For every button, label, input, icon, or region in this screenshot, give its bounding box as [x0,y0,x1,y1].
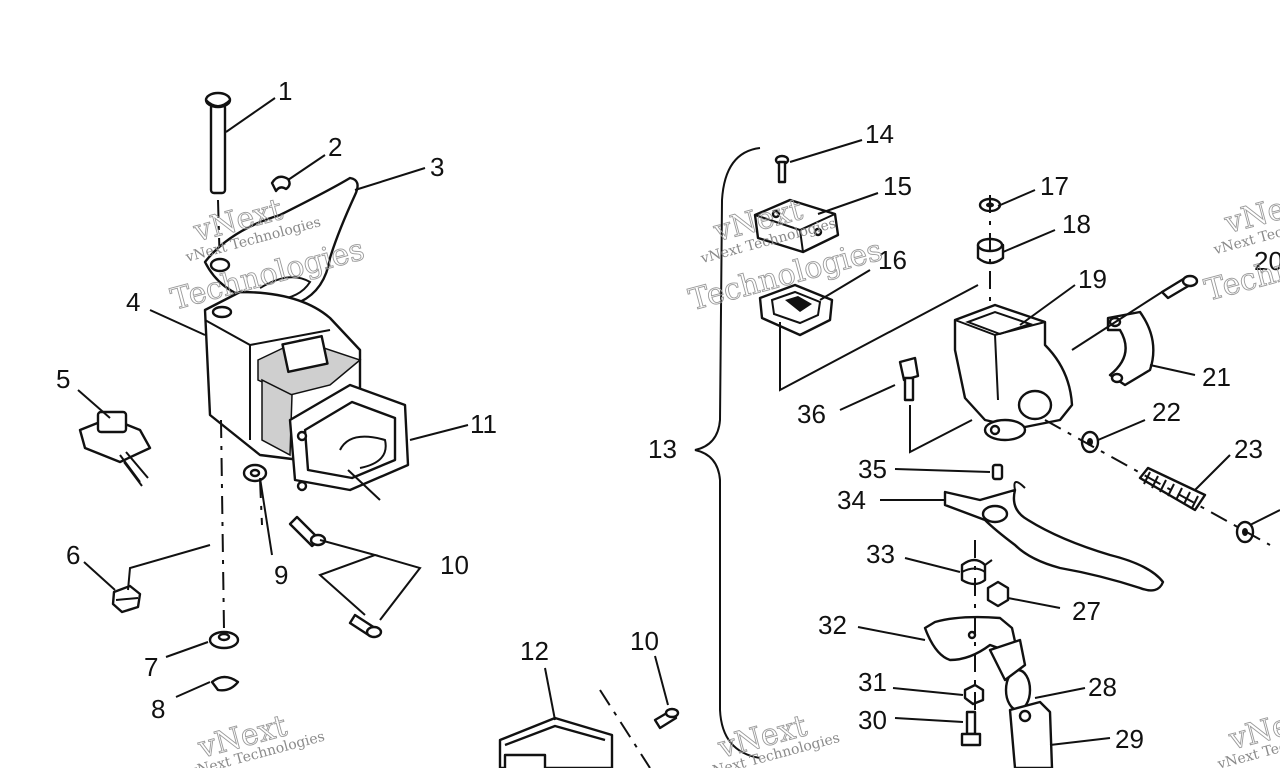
assembly-line-16 [779,284,979,392]
label-34: 34 [837,485,866,515]
label-33: 33 [866,539,895,569]
label-6: 6 [66,540,80,570]
label-28: 28 [1088,672,1117,702]
part-5-connector [78,410,152,487]
leader-lines-left [77,97,469,698]
part-32-bracket [923,615,1020,662]
part-30-bolt [960,710,982,747]
leader-12 [544,667,556,721]
label-16: 16 [878,245,907,275]
part-15-cover [753,198,840,254]
part-27-nut [986,580,1010,608]
part-35-set-screw [991,463,1004,481]
label-27: 27 [1072,596,1101,626]
label-18: 18 [1062,209,1091,239]
label-5: 5 [56,364,70,394]
part-10-screw-lower [653,707,680,730]
label-1: 1 [278,76,292,106]
part-8-clip [210,675,240,692]
axis-line-4 [599,689,651,768]
label-23: 23 [1234,434,1263,464]
part-21-clamp [1106,310,1155,387]
part-32-arm [988,638,1027,682]
assembly-line-36 [909,405,973,454]
part-9-washer [242,463,268,483]
label-7: 7 [144,652,158,682]
axis-line-2 [220,419,225,631]
label-13: 13 [648,434,677,464]
leader-10-lower [654,655,669,706]
leader-lines-right [789,139,1280,746]
watermark-bottom-center: vNext vNext Technologies [702,708,841,768]
part-10-screws [288,515,383,639]
label-8: 8 [151,694,165,724]
label-19: 19 [1078,264,1107,294]
part-14-screw [774,154,790,184]
label-9: 9 [274,560,288,590]
part-12-switch-module [498,716,614,768]
label-22: 22 [1152,397,1181,427]
label-30: 30 [858,705,887,735]
label-10-upper: 10 [440,550,469,580]
part-36-bolt [898,356,920,402]
label-32: 32 [818,610,847,640]
label-20: 20 [1254,246,1280,276]
part-34-lever [943,481,1165,592]
watermark-bottom-left: vNext vNext Technologies [187,708,326,768]
part-29-tag [1008,700,1054,768]
label-15: 15 [883,171,912,201]
brace-13 [694,147,761,759]
watermark-right: vNext vNext Technologies Technologies [1201,183,1280,309]
label-10-lower: 10 [630,626,659,656]
label-17: 17 [1040,171,1069,201]
label-12: 12 [520,636,549,666]
label-11: 11 [470,409,497,439]
axis-line-3 [259,479,263,526]
part-1-pin [204,91,232,195]
label-31: 31 [858,667,887,697]
part-33-spring [960,558,993,586]
axis-line-1 [217,199,221,271]
part-7-washer [208,630,240,650]
label-14: 14 [865,119,894,149]
label-29: 29 [1115,724,1144,754]
watermark-bottom-right: vNext vNext Technologies [1215,700,1280,768]
label-35: 35 [858,454,887,484]
part-20-screw [1160,274,1199,300]
label-2: 2 [328,132,342,162]
axis-line-6 [1044,419,1271,546]
label-4: 4 [126,287,140,317]
label-21: 21 [1202,362,1231,392]
part-16-gasket [758,283,834,337]
part-11-switch [288,383,410,501]
label-36: 36 [797,399,826,429]
part-2-clip [270,175,291,193]
part-6-nut [111,584,142,614]
label-3: 3 [430,152,444,182]
part-19-master-cylinder [953,303,1074,442]
